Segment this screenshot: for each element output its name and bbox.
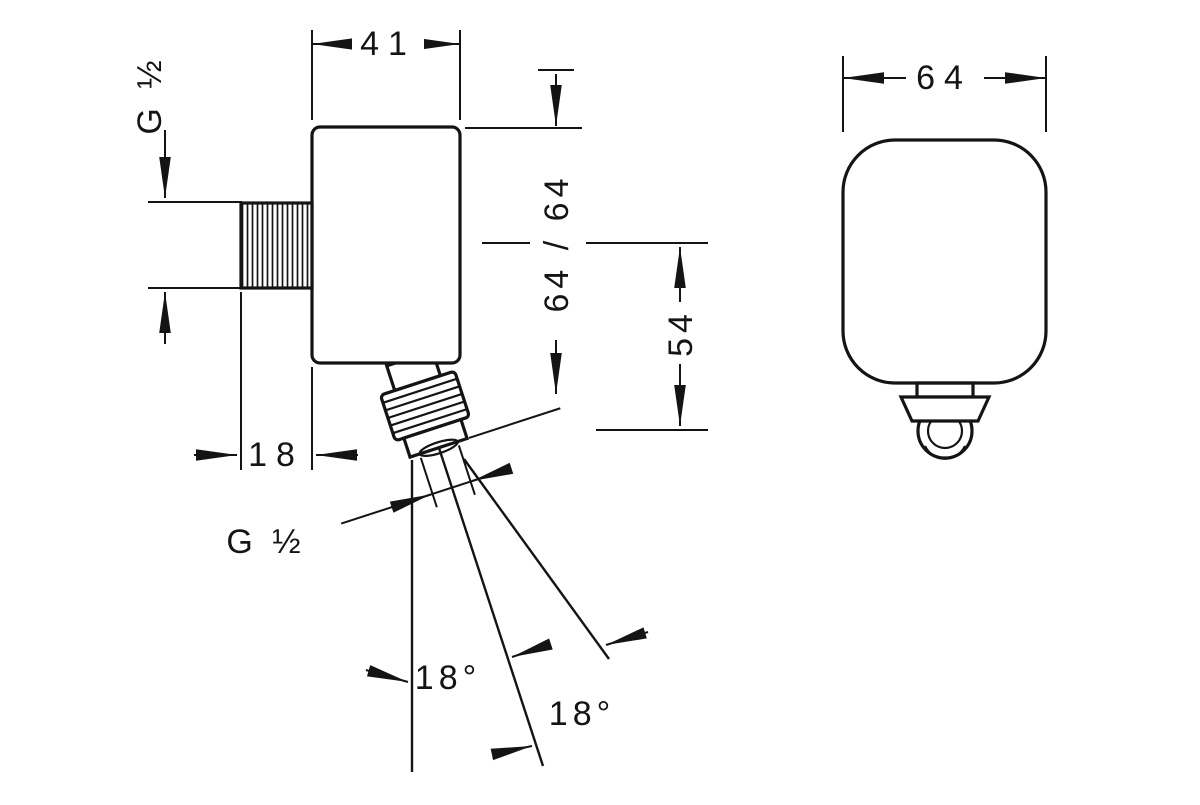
dim-angle-upper-label: 18° xyxy=(415,659,481,697)
label-background xyxy=(352,26,424,62)
front-view: 64 xyxy=(841,56,1048,460)
dim-offset-18-label: 18 xyxy=(248,436,304,474)
rib-line xyxy=(392,408,468,435)
body-outline xyxy=(310,125,462,365)
dim-width-41-label: 41 xyxy=(360,25,416,63)
dim-outlet-thread xyxy=(340,407,561,525)
arrow-line xyxy=(389,493,431,513)
label-background xyxy=(906,59,984,97)
dim-outlet-thread-label: G ½ xyxy=(226,523,305,561)
dim-depth-54-label: 54 xyxy=(662,309,700,357)
arrow-line xyxy=(511,638,553,658)
dim-depth-54: 54 xyxy=(482,242,708,431)
dim-offset-18: 18 xyxy=(194,292,358,474)
arrow-line xyxy=(605,627,649,646)
rib-line xyxy=(382,377,458,404)
dim-angles: 18° 18° xyxy=(365,627,649,761)
dim-inlet-thread: G ½ xyxy=(131,55,242,344)
rib-line xyxy=(387,392,463,420)
arrow-line xyxy=(490,745,533,761)
pivot-ray-18deg xyxy=(437,447,545,767)
side-view: 41 G ½ 64 / 64 54 xyxy=(131,25,708,772)
outlet-bore xyxy=(418,438,459,457)
outlet-nut-front xyxy=(898,395,992,423)
rib-line xyxy=(385,385,460,412)
dim-height-64-64-label: 64 / 64 xyxy=(538,174,576,313)
extension-line xyxy=(468,407,561,439)
outlet-assembly xyxy=(340,348,561,525)
rib-line xyxy=(390,400,465,427)
dim-width-64: 64 xyxy=(842,56,1047,132)
extension-line xyxy=(457,445,476,496)
dim-height-64-64: 64 / 64 xyxy=(465,69,582,394)
dim-angle-lower-label: 18° xyxy=(549,695,615,733)
pivot-ray-36deg xyxy=(463,458,610,660)
outlet-end-cap xyxy=(401,417,470,460)
outlet-front xyxy=(898,381,992,460)
outlet-nut-ribs xyxy=(382,377,468,435)
arrow-line xyxy=(365,665,409,683)
dim-width-64-label: 64 xyxy=(916,59,972,97)
arrow-line xyxy=(472,462,514,482)
extension-line xyxy=(419,457,438,508)
faceplate-outline xyxy=(841,138,1048,385)
dim-width-41: 41 xyxy=(311,25,461,120)
dim-inlet-thread-label: G ½ xyxy=(131,55,169,134)
outlet-neck-front xyxy=(915,381,975,399)
inlet-thread xyxy=(239,201,314,290)
outlet-ring-detail xyxy=(924,445,966,460)
